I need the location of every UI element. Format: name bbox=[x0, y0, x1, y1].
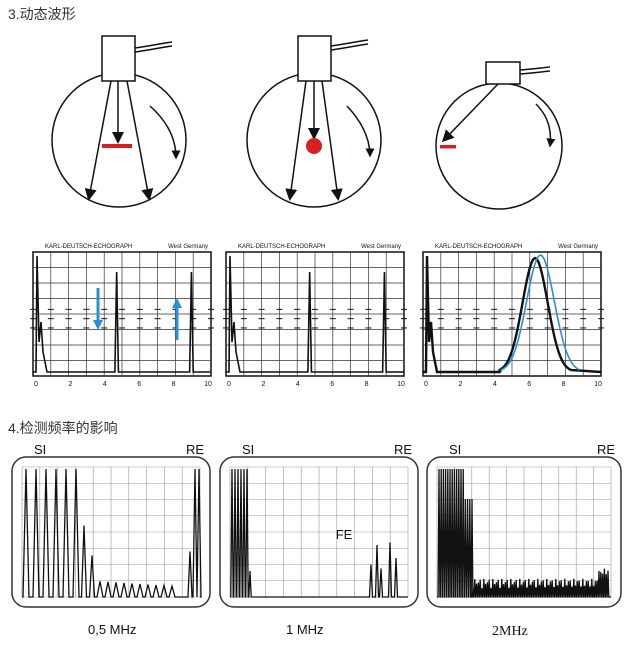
frequency-screen-1: SI RE bbox=[11, 442, 211, 608]
angle-reflector bbox=[440, 145, 456, 149]
caption-05mhz: 0,5 MHz bbox=[88, 622, 137, 637]
axis-tick: 8 bbox=[562, 381, 566, 388]
screen-header-left: KARL-DEUTSCH-ECHOGRAPH bbox=[238, 244, 325, 250]
screen-header-right: West Germany bbox=[168, 244, 208, 250]
axis-tick: 8 bbox=[172, 381, 176, 388]
axis-tick: 0 bbox=[227, 381, 231, 388]
echo-trace bbox=[423, 255, 602, 374]
label-re: RE bbox=[186, 442, 204, 457]
echograph-screen-1: KARL-DEUTSCH-ECHOGRAPH West Germany 0 2 4 6 8 1… bbox=[30, 244, 214, 388]
axis-tick: 2 bbox=[68, 381, 72, 388]
axis-tick: 0 bbox=[34, 381, 38, 388]
axis-tick: 4 bbox=[296, 381, 300, 388]
axis-tick: 4 bbox=[493, 381, 497, 388]
echograph-screen-3: KARL-DEUTSCH-ECHOGRAPH West Germany 0 2 4 6 8 1… bbox=[420, 244, 604, 388]
flat-reflector bbox=[102, 144, 132, 148]
echo-trace bbox=[226, 255, 404, 373]
label-fe: FE bbox=[336, 527, 353, 542]
echo-trace bbox=[33, 255, 211, 373]
label-si: SI bbox=[34, 442, 46, 457]
axis-tick: 10 bbox=[204, 381, 212, 388]
label-re: RE bbox=[597, 442, 615, 457]
screen-header-right: West Germany bbox=[361, 244, 401, 250]
axis-tick: 2 bbox=[458, 381, 462, 388]
axis-tick: 8 bbox=[365, 381, 369, 388]
echo-trace bbox=[22, 468, 202, 598]
probe-diagram-angle-probe bbox=[435, 61, 563, 210]
round-reflector bbox=[306, 138, 322, 154]
frequency-screen-3: SI RE bbox=[426, 442, 622, 608]
label-si: SI bbox=[449, 442, 461, 457]
axis-tick: 10 bbox=[594, 381, 602, 388]
probe-diagram-straight-reflector bbox=[51, 35, 187, 208]
echograph-screen-2: KARL-DEUTSCH-ECHOGRAPH West Germany 0 2 4 6 8 1… bbox=[223, 244, 407, 388]
shifted-echo-trace bbox=[500, 254, 581, 372]
axis-tick: 6 bbox=[330, 381, 334, 388]
axis-tick: 2 bbox=[261, 381, 265, 388]
section4-heading: 4.检测频率的影响 bbox=[8, 420, 118, 436]
caption-1mhz: 1 MHz bbox=[286, 622, 324, 637]
axis-tick: 6 bbox=[137, 381, 141, 388]
section3-heading: 3.动态波形 bbox=[8, 6, 76, 22]
frequency-screen-2: SI RE FE bbox=[219, 442, 419, 608]
label-si: SI bbox=[242, 442, 254, 457]
echo-trace bbox=[437, 468, 611, 598]
echo-trace bbox=[230, 468, 408, 598]
axis-tick: 4 bbox=[103, 381, 107, 388]
caption-2mhz: 2MHz bbox=[492, 624, 528, 639]
axis-tick: 10 bbox=[397, 381, 405, 388]
axis-tick: 0 bbox=[424, 381, 428, 388]
screen-header-right: West Germany bbox=[558, 244, 598, 250]
screen-header-left: KARL-DEUTSCH-ECHOGRAPH bbox=[45, 244, 132, 250]
axis-tick: 6 bbox=[527, 381, 531, 388]
label-re: RE bbox=[394, 442, 412, 457]
probe-diagram-round-reflector bbox=[246, 35, 382, 208]
screen-header-left: KARL-DEUTSCH-ECHOGRAPH bbox=[435, 244, 522, 250]
